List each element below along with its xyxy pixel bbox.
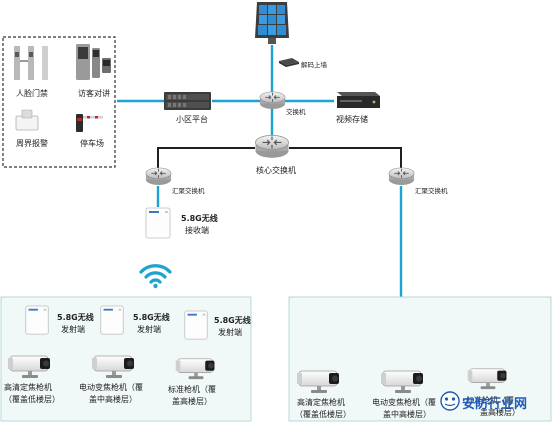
video-wall-icon: [255, 2, 289, 44]
tx-ap-icon-3: [184, 310, 208, 340]
right-camera2-label-line2: 盖中高楼层）: [383, 410, 431, 419]
left-camera1-label-line2: （覆盖低楼层）: [4, 395, 60, 404]
decoder-icon: [279, 58, 299, 67]
face-access-label: 人脸门禁: [16, 89, 48, 98]
right-agg-switch-label: 汇聚交换机: [415, 187, 448, 195]
tx2-label-line2: 发射端: [137, 325, 161, 334]
right-camera3-label-line1: 标准枪机（覆: [466, 396, 514, 405]
right-camera3-label-line2: 盖高楼层）: [480, 408, 520, 417]
video-storage-label: 视频存储: [336, 115, 368, 124]
perimeter-alarm-icon: [15, 109, 39, 131]
face-access-icon: [14, 46, 48, 80]
right-agg-switch-icon: [388, 167, 415, 186]
left-camera2-label-line2: 盖中高楼层）: [89, 395, 137, 404]
parking-label: 停车场: [80, 139, 104, 148]
wifi-icon: [139, 264, 172, 289]
left-agg-switch-icon: [145, 167, 172, 186]
right-camera1-label-line2: （覆盖低楼层）: [295, 410, 351, 419]
left-camera3-label-line1: 标准枪机（覆: [168, 385, 216, 394]
core-switch-icon: [254, 134, 290, 159]
receiver-label-line1: 5.8G无线: [181, 214, 218, 223]
right-panel: [288, 296, 552, 422]
receiver-icon: [145, 207, 171, 239]
tx-ap-icon-2: [100, 305, 124, 335]
tx-ap-icon-1: [25, 305, 49, 335]
left-camera1-label-line1: 高清定焦枪机: [4, 383, 52, 392]
top-switch-icon: [259, 91, 286, 110]
community-platform-label: 小区平台: [176, 115, 208, 124]
link-core-left-agg: [157, 147, 255, 170]
tx1-label-line1: 5.8G无线: [57, 313, 94, 322]
intercom-label: 访客对讲: [78, 89, 110, 98]
parking-barrier-icon: [76, 114, 103, 132]
link-core-right-agg: [289, 147, 402, 170]
intercom-icon: [76, 44, 111, 80]
community-platform-server-icon: [164, 92, 211, 110]
watermark-text: 安防行业网: [462, 397, 528, 412]
left-agg-switch-label: 汇聚交换机: [172, 187, 205, 195]
core-switch-label: 核心交换机: [256, 166, 296, 175]
left-camera3-label-line2: 盖高楼层）: [172, 397, 212, 406]
receiver-label-line2: 接收端: [185, 226, 209, 235]
access-box-frame: [2, 36, 116, 168]
tx2-label-line1: 5.8G无线: [133, 313, 170, 322]
perimeter-alarm-label: 周界报警: [16, 139, 48, 148]
video-storage-icon: [337, 92, 380, 108]
access-subsystems-box: [2, 36, 116, 168]
watermark-logo-icon: [440, 391, 460, 411]
tx3-label-line1: 5.8G无线: [214, 316, 251, 325]
top-switch-label: 交换机: [286, 108, 306, 116]
tx1-label-line2: 发射端: [61, 325, 85, 334]
right-camera1-label-line1: 高清定焦枪机: [297, 398, 345, 407]
tx3-label-line2: 发射端: [218, 328, 242, 337]
left-camera2-label-line1: 电动变焦枪机（覆: [79, 383, 143, 392]
right-camera2-label-line1: 电动变焦枪机（覆: [372, 398, 436, 407]
decoder-label: 解码上墙: [301, 61, 327, 69]
